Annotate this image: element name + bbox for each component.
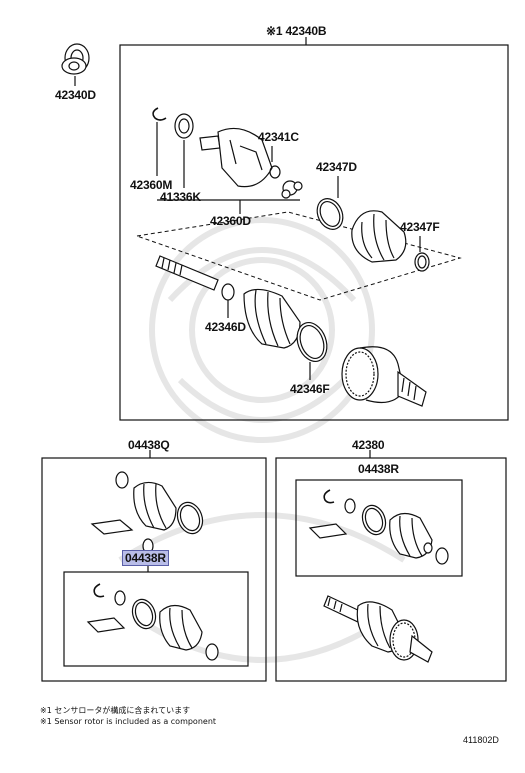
label-bearing: 42340D bbox=[55, 88, 96, 102]
bearing-part bbox=[61, 43, 90, 75]
small-ring-part bbox=[269, 165, 281, 179]
label-boot-kit-outer: 04438Q bbox=[128, 438, 170, 452]
label-clamp-d: 42346D bbox=[205, 320, 246, 334]
label-snap-ring: 42360M bbox=[130, 178, 173, 192]
label-boot-kit-inner-left[interactable]: 04438R bbox=[122, 550, 169, 566]
clamp-d bbox=[221, 283, 235, 301]
kit-q-parts bbox=[90, 471, 204, 554]
label-boot-band-a: 42347D bbox=[316, 160, 357, 174]
snap-ring-part bbox=[152, 107, 167, 121]
kit-r-left-parts bbox=[86, 583, 219, 661]
boot-band-a-inner bbox=[319, 201, 341, 227]
watermark-emblem bbox=[118, 217, 406, 663]
label-clamp-f: 42346F bbox=[290, 382, 330, 396]
subassembly-boundary bbox=[136, 211, 462, 301]
label-shaft-assembly: 42380 bbox=[352, 438, 385, 452]
clamp-f-inner bbox=[299, 324, 325, 360]
label-joint-sub: 42360D bbox=[210, 214, 251, 228]
seal-part bbox=[174, 113, 194, 139]
kit-r-right-parts bbox=[308, 489, 449, 565]
outer-boot bbox=[243, 288, 301, 349]
tripod-joint bbox=[281, 180, 303, 199]
label-boot-band-b: 42347F bbox=[400, 220, 440, 234]
boot-band-a bbox=[316, 198, 344, 230]
label-seal: 41336K bbox=[160, 190, 201, 204]
boot-band-b bbox=[414, 252, 430, 272]
inner-kit-box-right bbox=[295, 479, 463, 577]
shaft-assembly-part bbox=[323, 595, 433, 663]
shaft-assy-box-right bbox=[275, 457, 507, 682]
inner-boot bbox=[351, 210, 407, 263]
label-inner-joint: 42341C bbox=[258, 130, 299, 144]
main-assembly-frame bbox=[119, 44, 509, 421]
outer-joint bbox=[341, 346, 427, 407]
boot-kit-box-left bbox=[41, 457, 267, 682]
diagram-code: 411802D bbox=[463, 735, 499, 745]
drive-shaft bbox=[155, 255, 219, 291]
label-boot-kit-inner-right: 04438R bbox=[358, 462, 399, 476]
inner-kit-box-left bbox=[63, 571, 249, 667]
note-english: ※1 Sensor rotor is included as a compone… bbox=[40, 717, 217, 726]
label-assembly: ※1 42340B bbox=[266, 24, 327, 38]
boot-band-b-inner bbox=[417, 255, 427, 269]
note-japanese: ※1 センサロータが構成に含まれています bbox=[40, 706, 191, 715]
inner-joint-housing bbox=[199, 127, 273, 188]
